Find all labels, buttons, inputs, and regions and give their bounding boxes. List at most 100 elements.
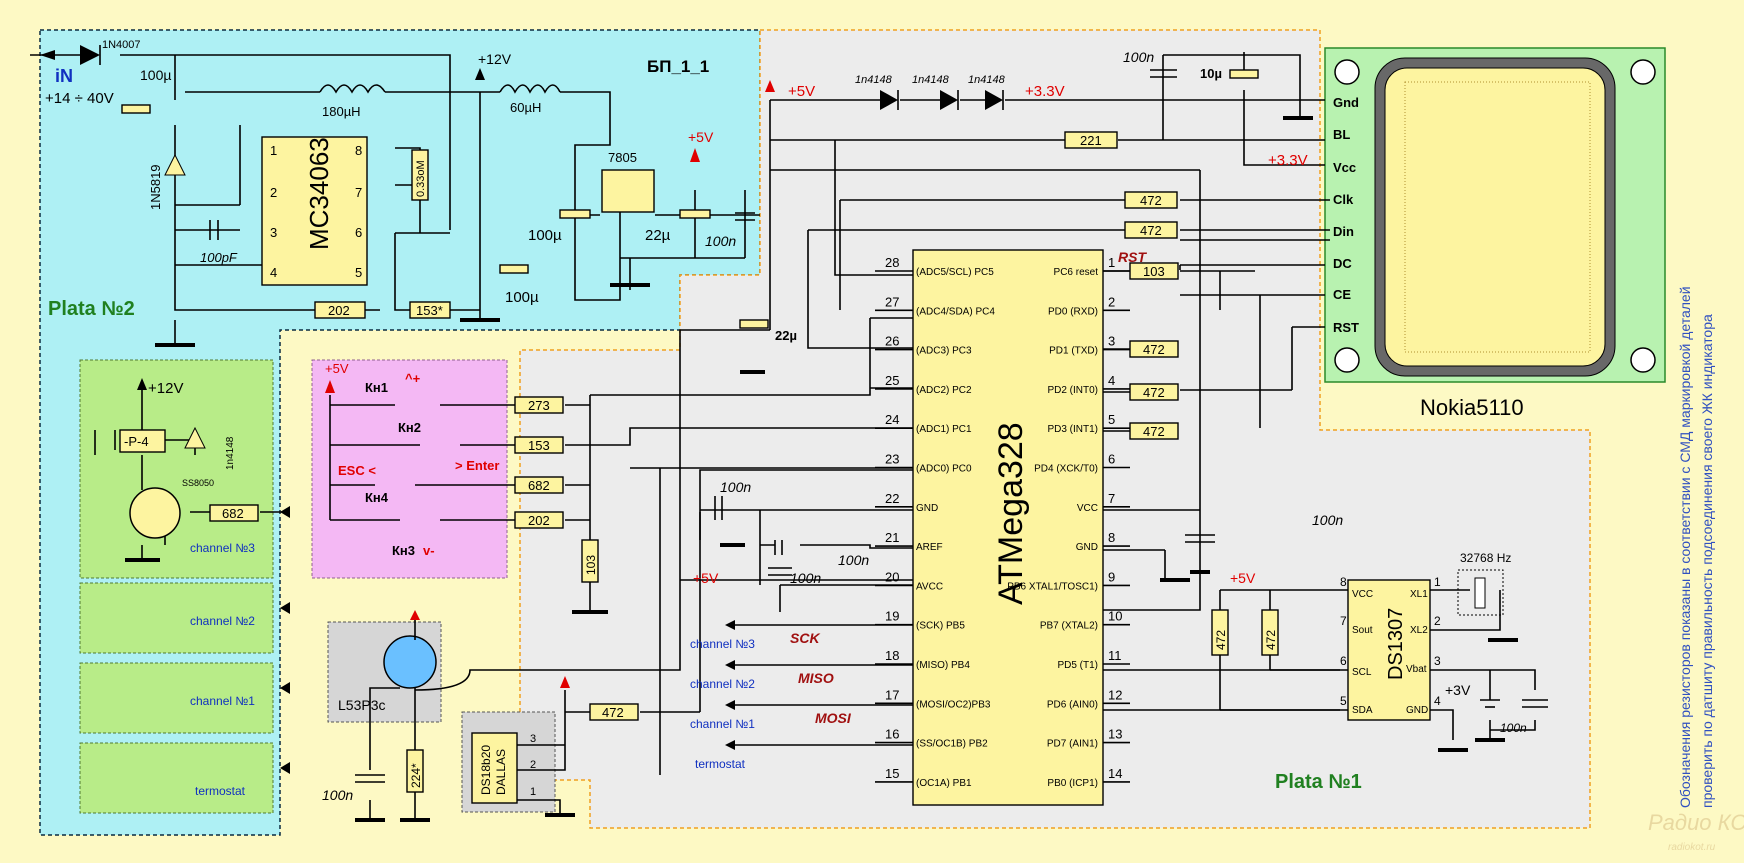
mcu-left-pin-label: (ADC5/SCL) PC5 xyxy=(916,267,994,278)
mcu-left-pin-number: 23 xyxy=(885,452,899,467)
svg-text:L53P3c: L53P3c xyxy=(338,697,385,713)
svg-text:153*: 153* xyxy=(416,303,443,318)
mcu-left-pin-label: (MOSI/OC2)PB3 xyxy=(916,699,991,710)
mcu-right-pin-number: 1 xyxy=(1108,255,1115,270)
mcu-right-pin-label: GND xyxy=(1076,542,1098,553)
svg-text:-P-4: -P-4 xyxy=(124,434,149,449)
svg-text:682: 682 xyxy=(528,478,550,493)
mcu-left-pin-number: 17 xyxy=(885,687,899,702)
mcu-left-pin-number: 16 xyxy=(885,727,899,742)
termostat-box xyxy=(79,742,274,814)
svg-text:472: 472 xyxy=(602,705,624,720)
svg-text:1n4148: 1n4148 xyxy=(225,436,236,470)
svg-text:22µ: 22µ xyxy=(775,328,797,343)
plate2-title: Plata №2 xyxy=(48,298,135,320)
svg-text:Vcc: Vcc xyxy=(1333,160,1356,175)
svg-text:3: 3 xyxy=(530,733,536,745)
svg-text:3: 3 xyxy=(270,225,277,240)
mcu-right-pin-label: VCC xyxy=(1077,503,1098,514)
mcu-left-pin-number: 26 xyxy=(885,334,899,349)
svg-text:^+: ^+ xyxy=(405,371,421,386)
mcu-left-pin-label: (ADC4/SDA) PC4 xyxy=(916,306,995,317)
svg-text:DC: DC xyxy=(1333,256,1352,271)
rail-5v-ps: +5V xyxy=(688,129,714,145)
mcu-left-pin-number: 25 xyxy=(885,373,899,388)
mcu-right-pin-label: PB7 (XTAL2) xyxy=(1040,621,1098,632)
svg-text:5: 5 xyxy=(355,265,362,280)
svg-text:10µ: 10µ xyxy=(1200,66,1222,81)
svg-text:ESC <: ESC < xyxy=(338,463,376,478)
svg-text:SCK: SCK xyxy=(790,630,820,646)
svg-text:6: 6 xyxy=(1340,654,1347,668)
svg-text:1: 1 xyxy=(1434,575,1441,589)
svg-text:100µ: 100µ xyxy=(528,227,562,244)
svg-text:472: 472 xyxy=(1264,630,1278,650)
svg-text:7: 7 xyxy=(1340,614,1347,628)
mcu-left-pin-number: 18 xyxy=(885,648,899,663)
mcu-left-pin-label: (SS/OC1B) PB2 xyxy=(916,739,988,750)
schottky-label: 1N5819 xyxy=(148,164,163,210)
mcu-right-pin-number: 4 xyxy=(1108,373,1115,388)
svg-text:0.33oM: 0.33oM xyxy=(415,160,427,197)
svg-text:Кн4: Кн4 xyxy=(365,490,389,505)
svg-text:Din: Din xyxy=(1333,224,1354,239)
buttons-box xyxy=(311,359,508,579)
svg-text:1: 1 xyxy=(530,786,536,798)
svg-text:termostat: termostat xyxy=(195,784,246,798)
svg-text:60µH: 60µH xyxy=(510,100,541,115)
svg-text:202: 202 xyxy=(528,513,550,528)
rsense xyxy=(411,149,429,201)
svg-text:273: 273 xyxy=(528,398,550,413)
relay-channel: +12V -P-4 1n4148 SS8050 682 channel №3 c… xyxy=(94,378,290,798)
res-103-pulldown xyxy=(581,539,599,583)
mcu-left-pin-number: 22 xyxy=(885,491,899,506)
channel-2-box xyxy=(79,582,274,654)
mcu-right-pin-label: PD0 (RXD) xyxy=(1048,306,1098,317)
input-range: +14 ÷ 40V xyxy=(45,90,114,107)
mcu-right-pin-number: 13 xyxy=(1108,727,1122,742)
input-label: iN xyxy=(55,66,73,86)
svg-text:DS1307: DS1307 xyxy=(1385,608,1407,680)
mcu-wiring: channel №3 channel №2 channel №1 termost… xyxy=(590,100,1343,775)
svg-text:GND: GND xyxy=(1406,705,1428,716)
svg-text:1n4148: 1n4148 xyxy=(912,74,950,86)
svg-text:+5V: +5V xyxy=(788,83,815,100)
svg-text:4: 4 xyxy=(270,265,277,280)
svg-text:channel №1: channel №1 xyxy=(690,717,755,731)
mcu-right-pin-number: 3 xyxy=(1108,334,1115,349)
svg-text:1n4148: 1n4148 xyxy=(968,74,1006,86)
svg-text:100n: 100n xyxy=(1500,721,1527,735)
mcu-right-pin-label: PD6 (AIN0) xyxy=(1047,699,1098,710)
svg-text:Кн1: Кн1 xyxy=(365,380,388,395)
svg-text:472: 472 xyxy=(1143,424,1165,439)
mc34063-label: MC34063 xyxy=(304,137,334,250)
svg-text:Кн3: Кн3 xyxy=(392,543,415,558)
svg-text:Sout: Sout xyxy=(1352,625,1373,636)
svg-text:6: 6 xyxy=(355,225,362,240)
svg-text:Кн2: Кн2 xyxy=(398,420,421,435)
svg-text:v-: v- xyxy=(423,543,435,558)
svg-text:+12V: +12V xyxy=(148,380,183,397)
svg-text:2: 2 xyxy=(270,185,277,200)
svg-text:100n: 100n xyxy=(838,552,869,568)
nokia5110-lcd: Nokia5110 Gnd BL Vcc Clk Din DC CE RST xyxy=(1179,57,1656,428)
svg-text:100pF: 100pF xyxy=(200,250,238,265)
svg-text:RST: RST xyxy=(1333,320,1359,335)
relay-coil xyxy=(119,429,166,453)
watermark: Радио КОТ xyxy=(1648,810,1744,835)
power-board-title: БП_1_1 xyxy=(647,57,709,76)
svg-text:RST: RST xyxy=(1118,249,1147,265)
ds18b20: DS18b20 DALLAS 3 2 1 472 xyxy=(471,676,700,817)
mcu-right-pin-label: PC6 reset xyxy=(1054,267,1099,278)
svg-text:Clk: Clk xyxy=(1333,192,1354,207)
mcu-right-pin-label: PD4 (XCK/T0) xyxy=(1034,464,1098,475)
svg-text:7805: 7805 xyxy=(608,150,637,165)
mcu-right-pin-label: PD7 (AIN1) xyxy=(1047,739,1098,750)
svg-text:22µ: 22µ xyxy=(645,227,671,244)
res-221-bl xyxy=(1064,131,1118,149)
svg-text:221: 221 xyxy=(1080,133,1102,148)
cap-in xyxy=(121,104,151,114)
mcu-name: ATMega328 xyxy=(992,422,1030,605)
svg-text:MOSI: MOSI xyxy=(815,710,852,726)
